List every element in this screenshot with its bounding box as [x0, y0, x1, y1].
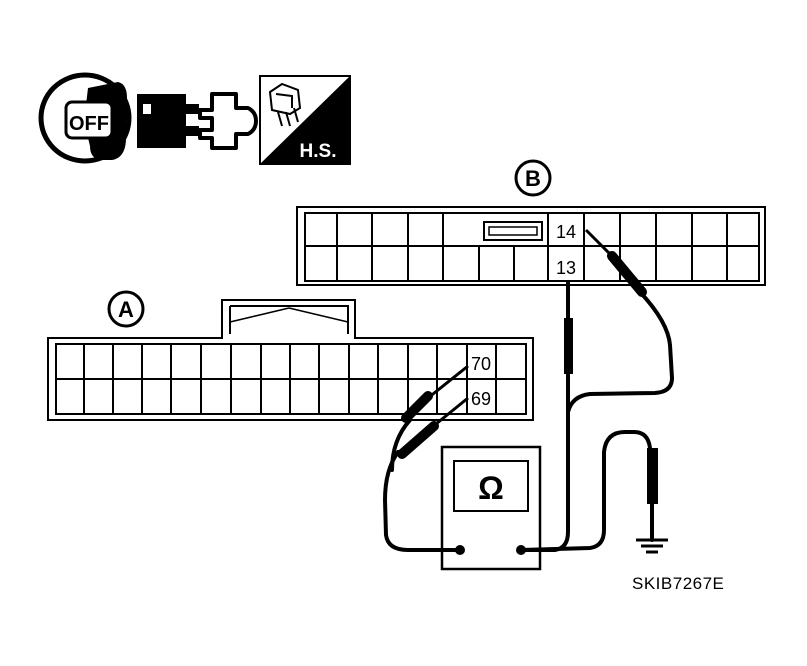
- ground-symbol: [636, 538, 668, 554]
- harness-side-icon: H.S.: [259, 75, 351, 165]
- connector-b-badge: B: [514, 159, 552, 197]
- probe-b-13: [564, 318, 573, 374]
- probe-a-70: [401, 364, 469, 423]
- connector-a-pin-70: 70: [471, 354, 491, 374]
- ignition-key-off-icon: OFF: [38, 72, 132, 164]
- connector-a-label: A: [118, 297, 134, 322]
- connector-a-badge: A: [107, 290, 145, 328]
- connector-a: 70 69: [47, 299, 534, 421]
- ground-probe: [647, 448, 658, 504]
- harness-side-text: H.S.: [300, 141, 337, 162]
- figure-code: SKIB7267E: [632, 574, 725, 593]
- test-leads: [383, 281, 674, 552]
- connector-a-pin-69: 69: [471, 389, 491, 409]
- connector-b: 14 13: [296, 206, 766, 286]
- connector-b-pin-13: 13: [556, 258, 576, 278]
- connector-b-label: B: [525, 166, 541, 191]
- probe-b-14: [584, 228, 647, 297]
- probe-a-69: [397, 396, 469, 459]
- ohm-symbol: Ω: [478, 470, 504, 506]
- ignition-off-text: OFF: [69, 113, 109, 135]
- connector-disconnect-icon: [137, 92, 258, 150]
- connector-b-pin-14: 14: [556, 222, 576, 242]
